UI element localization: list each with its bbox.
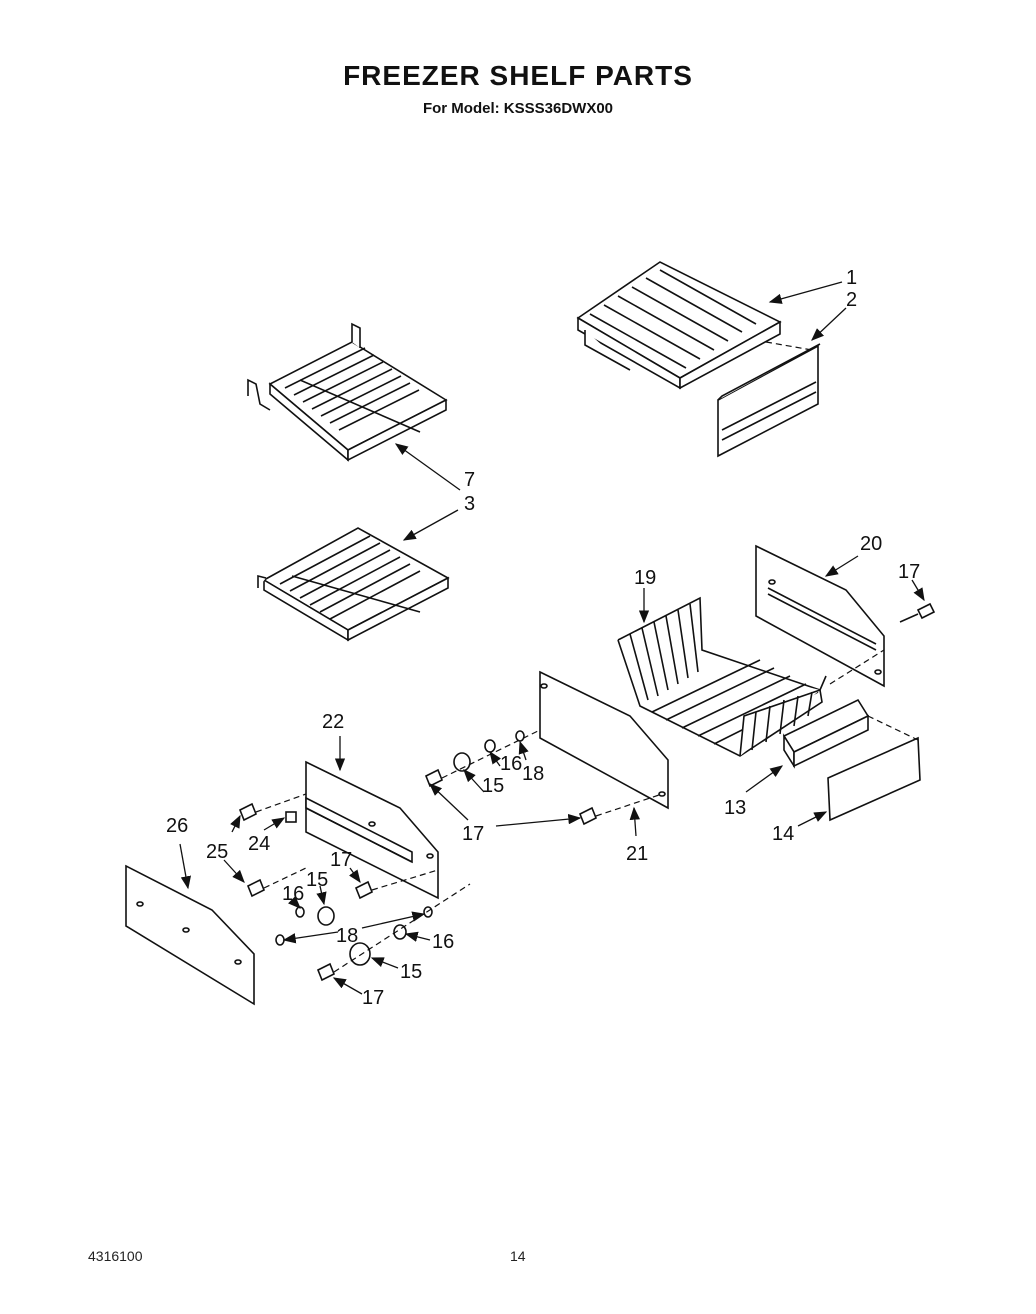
part-19-wire-basket	[617, 596, 827, 757]
callout-3: 3	[464, 493, 475, 515]
callout-17-right: 17	[898, 561, 920, 583]
callout-25: 25	[206, 841, 228, 863]
page-title: FREEZER SHELF PARTS	[343, 60, 693, 91]
part-17-screw-e	[316, 962, 336, 982]
part-15-roller-a	[453, 752, 471, 772]
callout-19: 19	[634, 567, 656, 589]
callout-18-b: 18	[336, 925, 358, 947]
callout-24: 24	[248, 833, 270, 855]
callout-17-c: 17	[362, 987, 384, 1009]
part-17-screw-b	[578, 806, 598, 826]
callout-7: 7	[464, 469, 475, 491]
callout-16-a: 16	[500, 753, 522, 775]
part-25-screw	[238, 802, 258, 822]
part-14-label-plate	[827, 736, 921, 822]
callout-22: 22	[322, 711, 344, 733]
callout-15-a: 15	[482, 775, 504, 797]
part-18-washer-a	[515, 730, 525, 742]
part-22-rail-assembly	[305, 760, 439, 900]
part-2-front-panel	[717, 343, 821, 458]
part-26-end-panel	[125, 864, 255, 1006]
callout-15-c: 15	[400, 961, 422, 983]
callout-13: 13	[724, 797, 746, 819]
part-13-front-bar	[782, 698, 870, 769]
callout-21: 21	[626, 843, 648, 865]
callout-17-a: 17	[462, 823, 484, 845]
callout-16-b: 16	[282, 883, 304, 905]
document-number: 4316100	[88, 1248, 143, 1264]
callout-2: 2	[846, 289, 857, 311]
part-3-wire-shelf	[257, 527, 450, 642]
callout-20: 20	[860, 533, 882, 555]
model-subtitle: For Model: KSSS36DWX00	[422, 100, 614, 117]
callout-15-b: 15	[306, 869, 328, 891]
part-7-wire-shelf	[247, 322, 448, 462]
part-20-side-rail	[755, 544, 885, 688]
part-15-roller-c	[349, 942, 371, 966]
callout-18-a: 18	[522, 763, 544, 785]
part-17-screw-right	[899, 602, 936, 623]
part-17-screw-a	[424, 768, 444, 788]
part-18-washer-c	[423, 906, 433, 918]
callout-17-b: 17	[330, 849, 352, 871]
callout-26: 26	[166, 815, 188, 837]
part-16-spacer-b	[295, 906, 305, 918]
callout-14: 14	[772, 823, 794, 845]
part-15-roller-b	[317, 906, 335, 926]
leader-lines	[179, 281, 925, 995]
part-24-clip	[285, 811, 297, 823]
part-18-washer-b	[275, 934, 285, 946]
page-number: 14	[510, 1248, 526, 1264]
part-17-screw-d	[354, 880, 374, 900]
part-21-side-rail	[539, 670, 669, 810]
callout-16-c: 16	[432, 931, 454, 953]
callout-1: 1	[846, 267, 857, 289]
part-17-screw-c	[246, 878, 266, 898]
part-1-upper-shelf	[576, 261, 782, 390]
part-16-spacer-a	[484, 739, 496, 753]
